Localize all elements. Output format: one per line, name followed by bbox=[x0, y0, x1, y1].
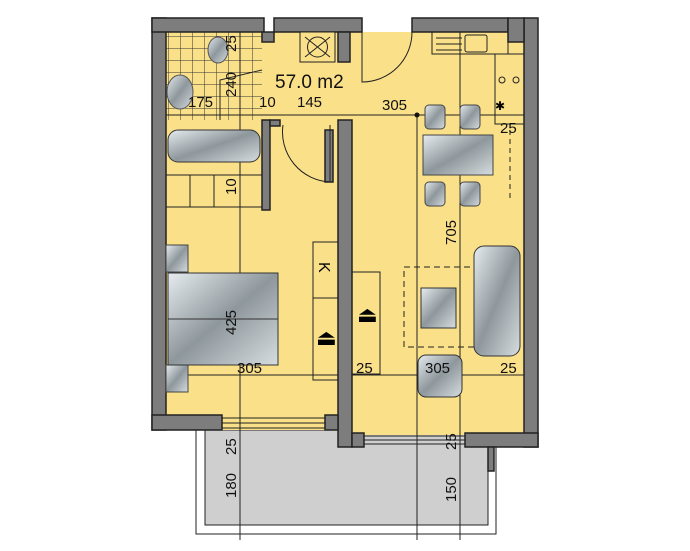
nightstand-bottom bbox=[165, 364, 189, 393]
doors bbox=[219, 31, 413, 183]
nightstand-top bbox=[165, 244, 189, 273]
dim-living-gap-left: 25 bbox=[356, 360, 373, 377]
windows bbox=[222, 417, 465, 445]
dim-hall-width: 145 bbox=[297, 94, 322, 111]
walls bbox=[151, 17, 539, 472]
dim-living-gap-right: 25 bbox=[500, 360, 517, 377]
sofa bbox=[473, 245, 521, 357]
dim-storage-depth: 10 bbox=[223, 178, 240, 195]
dim-living-width-top: 305 bbox=[382, 97, 407, 114]
dim-bedroom-balcony-gap: 25 bbox=[223, 438, 240, 455]
lamp-icon: ⏏ bbox=[316, 325, 337, 350]
dining-set bbox=[422, 104, 494, 207]
tv-icon: ⏏ bbox=[357, 302, 378, 327]
boiler-circle-icon bbox=[307, 36, 328, 58]
bathtub bbox=[167, 129, 261, 163]
dim-wall-gap: 10 bbox=[259, 94, 276, 111]
armchair bbox=[417, 354, 463, 398]
dim-bath-length: 240 bbox=[223, 72, 240, 97]
hood-icon: ✱ bbox=[495, 99, 505, 113]
dim-living-length: 705 bbox=[443, 220, 460, 245]
dim-living-width-bottom: 305 bbox=[425, 360, 450, 377]
area-label: 57.0 m2 bbox=[275, 72, 344, 93]
dim-bedroom-width: 305 bbox=[237, 360, 262, 377]
living-floor-extension bbox=[352, 415, 524, 435]
dim-wc-gap: 25 bbox=[223, 35, 240, 52]
dim-balcony-depth-left: 180 bbox=[223, 473, 240, 498]
wardrobe bbox=[312, 241, 339, 381]
dim-bath-width: 175 bbox=[188, 94, 213, 111]
toilet bbox=[207, 36, 229, 64]
coffee-table bbox=[420, 287, 457, 329]
storage-cabinets bbox=[165, 174, 263, 208]
dim-balcony-depth-right: 150 bbox=[443, 477, 460, 502]
dimension-dot bbox=[414, 112, 420, 118]
dim-kitchen-gap: 25 bbox=[500, 120, 517, 137]
tv-stand bbox=[351, 271, 381, 375]
kitchen-counter bbox=[431, 31, 525, 200]
dim-bedroom-length: 425 bbox=[223, 310, 240, 335]
wardrobe-label: K bbox=[315, 262, 332, 273]
washbasin bbox=[166, 74, 194, 110]
boiler-cross-icon bbox=[304, 36, 331, 58]
dim-living-balcony-gap: 25 bbox=[443, 433, 460, 450]
